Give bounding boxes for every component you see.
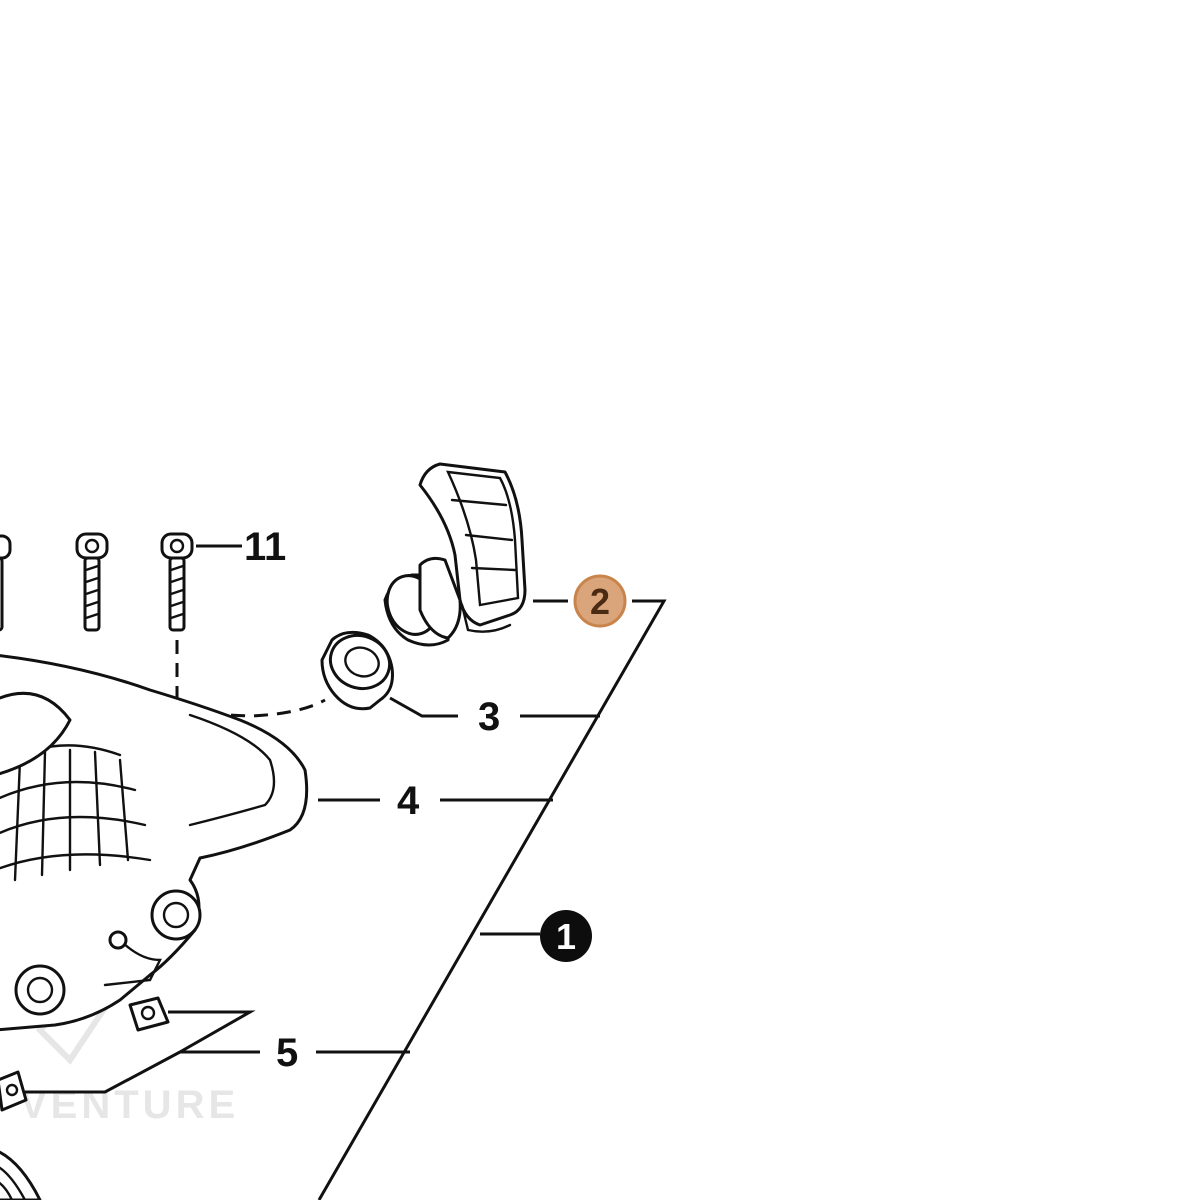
leader-2: [317, 599, 667, 1200]
callout-4: 4: [397, 779, 420, 823]
square-nut-upper: [128, 996, 170, 1032]
callout-3: 3: [478, 695, 500, 739]
bolt-middle: [75, 532, 109, 632]
starter-handle: [383, 462, 527, 647]
watermark-text: VENTURE: [20, 1083, 239, 1127]
leader-5: [25, 1010, 410, 1094]
callout-5: 5: [276, 1031, 298, 1075]
bolt-11: [160, 532, 194, 632]
square-nut-lower: [0, 1070, 28, 1112]
callout-1-badge: 1: [540, 910, 592, 962]
bolt-left: [0, 534, 12, 632]
callout-11: 11: [244, 525, 286, 569]
rope-guide-bushing: [320, 630, 394, 711]
callout-2: 2: [590, 581, 610, 622]
starter-housing: [0, 654, 309, 1032]
callout-1: 1: [556, 916, 576, 957]
callout-2-badge: 2: [573, 574, 627, 628]
leader-3: [389, 696, 600, 718]
